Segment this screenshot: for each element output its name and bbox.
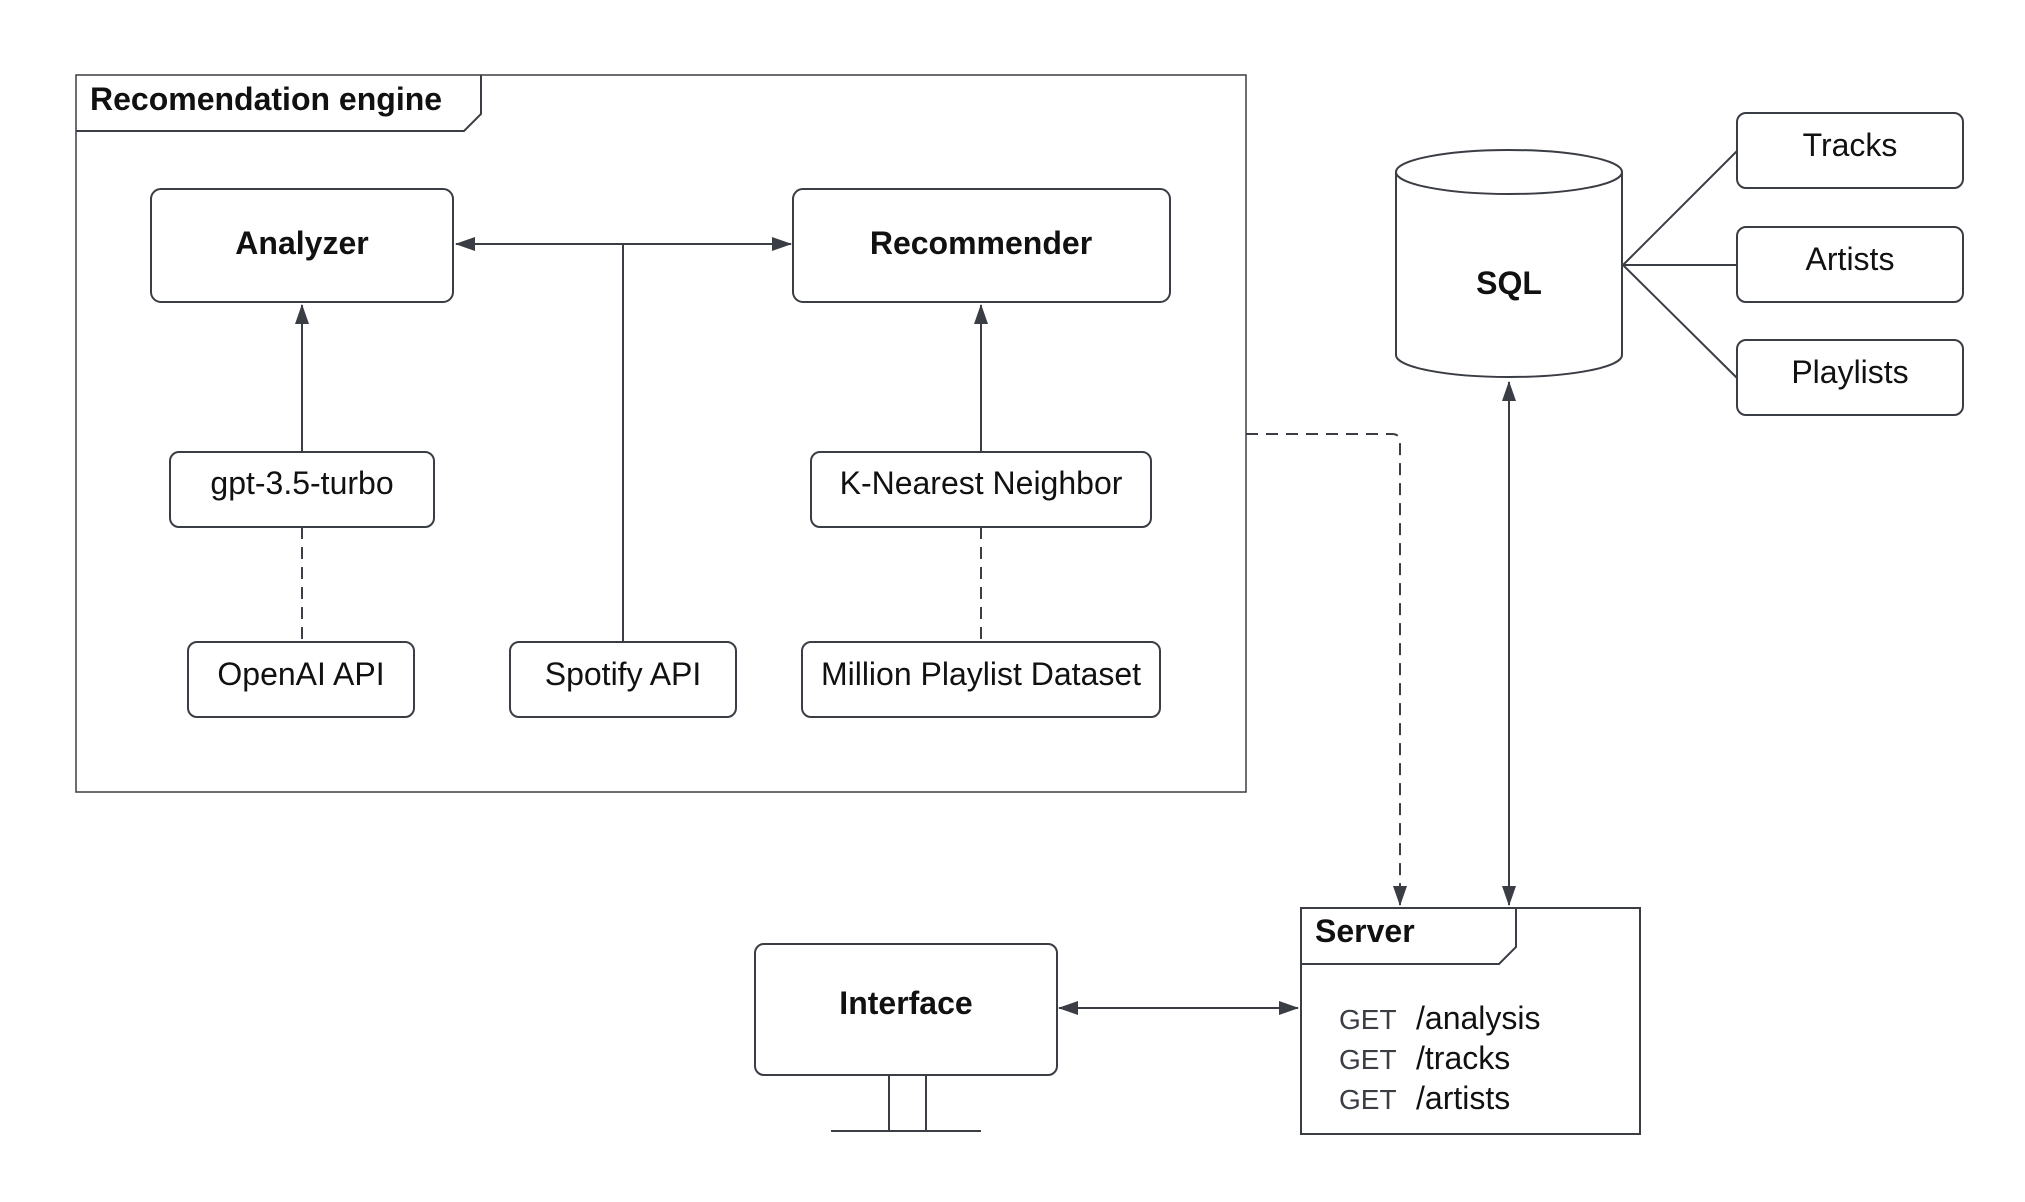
engine-server-dashed — [1246, 433, 1407, 906]
analyzer-label: Analyzer — [235, 225, 368, 261]
endpoint-1-path: /analysis — [1416, 1000, 1541, 1036]
sql-label: SQL — [1476, 265, 1542, 301]
tracks-table: Tracks — [1736, 112, 1964, 189]
server-title: Server — [1315, 913, 1415, 949]
sql-playlists-line — [1622, 264, 1738, 379]
spotify-node: Spotify API — [509, 641, 737, 718]
sql-tracks-line — [1622, 150, 1738, 266]
gpt-label: gpt-3.5-turbo — [210, 465, 393, 501]
recommender-node: Recommender — [792, 188, 1171, 303]
playlists-label: Playlists — [1791, 354, 1908, 390]
endpoint-2-path: /tracks — [1416, 1040, 1510, 1076]
endpoint-3-path: /artists — [1416, 1080, 1510, 1116]
artists-table: Artists — [1736, 226, 1964, 303]
knn-node: K-Nearest Neighbor — [810, 451, 1152, 528]
sql-database: SQL — [1395, 149, 1623, 378]
spotify-label: Spotify API — [545, 656, 702, 692]
recommender-label: Recommender — [870, 225, 1092, 261]
interface-label: Interface — [839, 985, 972, 1021]
tracks-label: Tracks — [1803, 127, 1898, 163]
mpd-label: Million Playlist Dataset — [821, 656, 1141, 692]
interface-monitor: Interface — [754, 943, 1058, 1132]
openai-label: OpenAI API — [217, 656, 384, 692]
mpd-node: Million Playlist Dataset — [801, 641, 1161, 718]
endpoint-3-method: GET — [1339, 1084, 1397, 1115]
engine-title: Recomendation engine — [90, 81, 442, 117]
artists-label: Artists — [1806, 241, 1895, 277]
server-frame: Server GET /analysis GET /tracks GET /ar… — [1300, 907, 1641, 1135]
endpoint-2-method: GET — [1339, 1044, 1397, 1075]
analyzer-node: Analyzer — [150, 188, 454, 303]
endpoint-1-method: GET — [1339, 1004, 1397, 1035]
knn-label: K-Nearest Neighbor — [840, 465, 1123, 501]
openai-node: OpenAI API — [187, 641, 415, 718]
playlists-table: Playlists — [1736, 339, 1964, 416]
gpt-node: gpt-3.5-turbo — [169, 451, 435, 528]
